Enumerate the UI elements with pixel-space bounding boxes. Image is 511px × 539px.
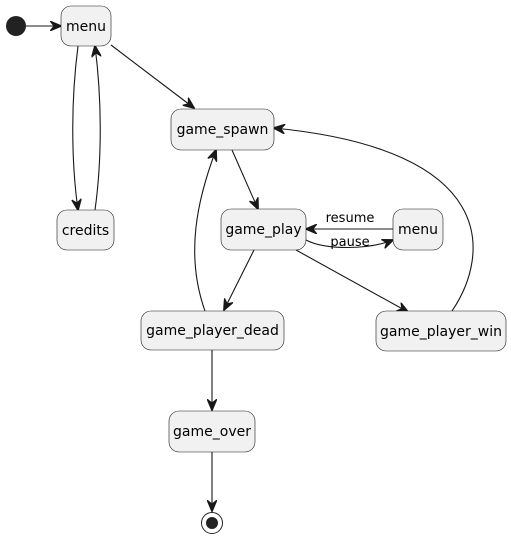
transition-credits-to-menu [95, 46, 100, 211]
initial-state-dot [6, 16, 26, 36]
transition-game-play-to-game-player-dead [224, 249, 255, 310]
final-state-dot [206, 517, 218, 529]
transition-menu-to-credits [73, 45, 78, 210]
state-menu-pause: menu [392, 208, 444, 251]
state-game-play: game_play [220, 208, 307, 251]
transition-label-resume: resume [326, 211, 375, 226]
state-label-game-play: game_play [225, 222, 301, 238]
state-label-menu: menu [66, 19, 106, 35]
state-label-game-player-dead: game_player_dead [146, 323, 279, 339]
transition-game-player-dead-to-game-spawn [194, 150, 216, 312]
state-game-spawn: game_spawn [170, 108, 275, 151]
state-label-credits: credits [62, 223, 109, 239]
state-label-menu-pause: menu [398, 222, 438, 238]
transition-game-spawn-to-game-play [231, 149, 258, 209]
state-credits: credits [56, 209, 115, 251]
state-label-game-over: game_over [173, 424, 251, 440]
state-game-player-win: game_player_win [375, 310, 507, 352]
state-label-game-spawn: game_spawn [177, 122, 269, 138]
transition-game-player-win-to-game-spawn [274, 128, 474, 312]
transition-menu-to-game-spawn [110, 44, 194, 108]
transition-label-pause: pause [330, 235, 369, 250]
state-game-player-dead: game_player_dead [140, 310, 285, 351]
transitions [26, 26, 474, 511]
final-state [201, 512, 223, 534]
state-label-game-player-win: game_player_win [380, 324, 502, 340]
transition-game-play-to-game-player-win [295, 249, 408, 312]
state-game-over: game_over [168, 410, 256, 453]
state-menu: menu [60, 5, 112, 47]
transition-game-play-to-menu-pause [305, 240, 393, 248]
